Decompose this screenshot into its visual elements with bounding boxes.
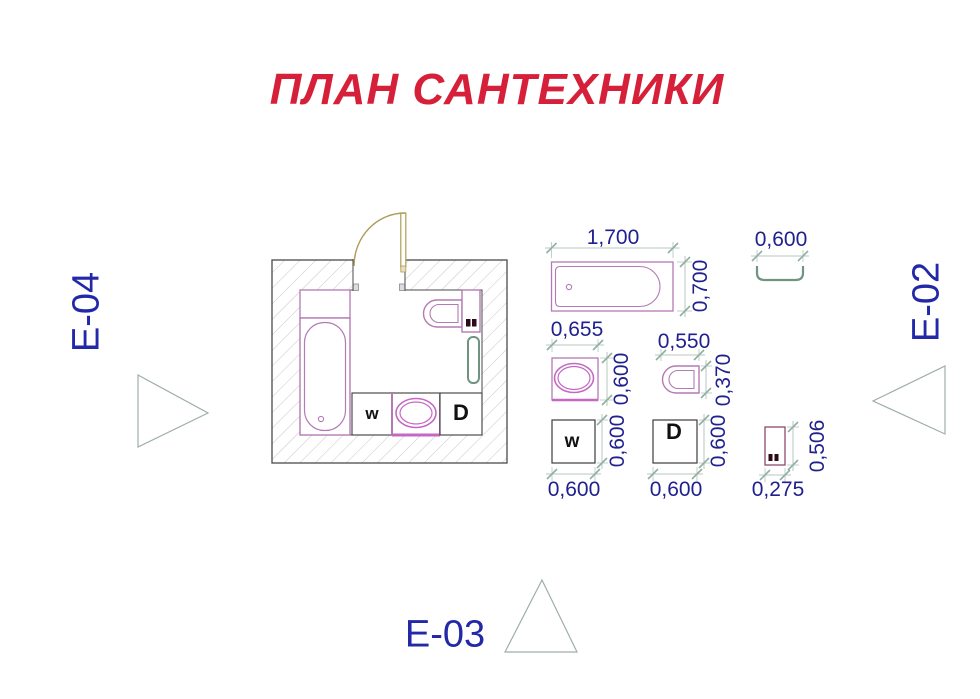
plan-sink — [391, 392, 441, 437]
dim-cabinet-width: 0,275 — [751, 478, 805, 501]
plan-towel-rail — [467, 336, 480, 384]
section-marker-triangle-e04 — [137, 373, 210, 448]
section-marker-label-e02: Е-02 — [905, 261, 948, 343]
section-marker-label-e03: Е-03 — [404, 613, 486, 656]
diagram-cabinet — [759, 421, 799, 482]
page-title: ПЛАН САНТЕХНИКИ — [269, 65, 725, 114]
dim-dryer-depth: 0,600 — [707, 414, 730, 468]
section-marker-triangle-e02 — [871, 365, 946, 435]
section-marker-label-e04: Е-04 — [65, 271, 108, 353]
section-marker-triangle-e03 — [504, 578, 578, 653]
door-opening — [352, 258, 406, 292]
diagram-toilet — [655, 349, 712, 399]
dim-bathtub-length: 1,700 — [586, 226, 640, 249]
diagram-bathtub — [545, 242, 692, 317]
diagram-towel-rail — [751, 250, 809, 282]
dim-cabinet-depth: 0,506 — [806, 419, 829, 473]
dim-toilet-width: 0,550 — [657, 330, 711, 353]
plan-bathtub — [299, 317, 351, 436]
dim-sink-width: 0,655 — [550, 318, 604, 341]
diagram-washer-label: w — [564, 431, 580, 452]
plan-dryer-box — [439, 392, 483, 436]
plan-cabinet — [461, 289, 481, 333]
floor-plan — [271, 212, 508, 464]
dim-bathtub-width: 0,700 — [689, 259, 712, 313]
plan-shelf — [299, 289, 351, 319]
diagram-dryer — [647, 414, 710, 481]
plan-washer-label: w — [365, 404, 379, 423]
diagram-dryer-label: D — [666, 419, 682, 444]
plan-dryer-label: D — [453, 400, 469, 425]
dim-towel-rail-width: 0,600 — [754, 228, 808, 251]
dim-sink-depth: 0,600 — [610, 352, 633, 406]
diagram-washer — [546, 414, 608, 481]
door — [353, 212, 407, 273]
dim-toilet-depth: 0,370 — [712, 353, 735, 407]
plan-washer-box — [351, 392, 393, 436]
dim-dryer-width: 0,600 — [649, 478, 703, 501]
dim-washer-width: 0,600 — [547, 478, 601, 501]
dim-washer-depth: 0,600 — [606, 414, 629, 468]
plan-toilet — [422, 299, 463, 328]
diagram-sink — [546, 339, 613, 406]
